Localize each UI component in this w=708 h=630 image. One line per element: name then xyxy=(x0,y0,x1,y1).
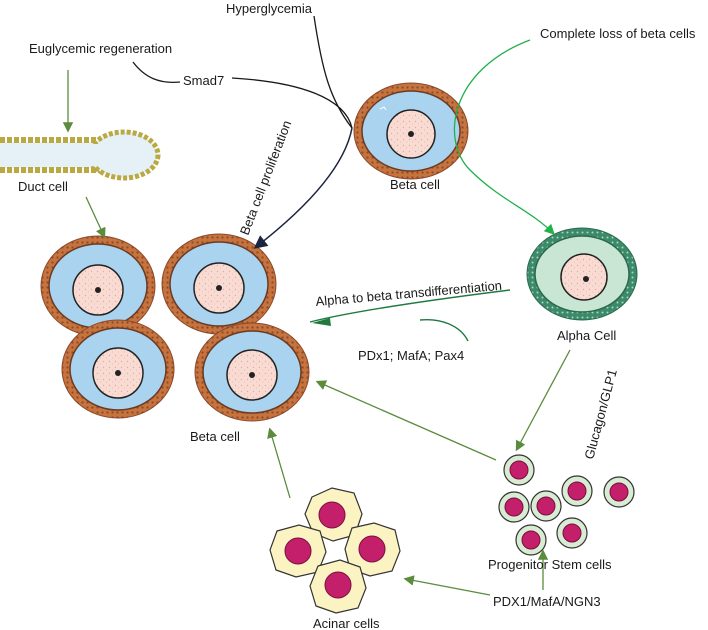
label-complete-loss: Complete loss of beta cells xyxy=(540,26,696,41)
alpha-to-beta-arrow xyxy=(309,289,511,323)
label-euglycemic-regeneration: Euglycemic regeneration xyxy=(29,41,172,56)
acinar-cell xyxy=(304,487,363,542)
beta-proliferation-arrow xyxy=(253,127,353,249)
label-acinar-cells: Acinar cells xyxy=(313,616,380,630)
progenitor-stem-cells xyxy=(498,454,635,556)
beta-cell-group-4 xyxy=(194,322,310,422)
label-hyperglycemia: Hyperglycemia xyxy=(226,1,313,16)
label-beta-cell-top: Beta cell xyxy=(390,177,440,192)
label-beta-cell-group: Beta cell xyxy=(190,429,240,444)
label-duct-cell: Duct cell xyxy=(18,179,68,194)
ngn3-to-acinar-arrow xyxy=(403,575,491,596)
acinar-cell xyxy=(269,524,327,578)
progenitor-cell xyxy=(556,517,588,549)
progenitor-cell xyxy=(561,475,593,507)
alpha-cell xyxy=(526,227,638,321)
beta-cell-top xyxy=(353,82,469,180)
complete-loss-arrow xyxy=(453,39,555,235)
label-smad7: Smad7 xyxy=(183,73,224,88)
acinar-cell xyxy=(309,559,367,614)
progenitor-cell xyxy=(530,490,562,522)
hyperglycemia-line xyxy=(313,15,353,129)
label-alpha-cell: Alpha Cell xyxy=(557,328,616,343)
duct-cell xyxy=(0,129,161,181)
acinar-cell xyxy=(344,522,401,577)
duct-to-beta-arrow xyxy=(85,196,106,239)
label-pdx1-mafa-ngn3: PDX1/MafA/NGN3 xyxy=(493,594,601,609)
progenitor-cell xyxy=(498,491,530,523)
pdx1-curve xyxy=(419,318,469,342)
progenitor-cell xyxy=(603,476,635,508)
alpha-to-progenitor-arrow xyxy=(515,349,571,452)
acinar-to-beta-arrow xyxy=(267,427,291,499)
label-glucagon-glp1: Glucagon/GLP1 xyxy=(581,368,619,461)
acinar-cells xyxy=(269,487,401,614)
label-beta-cell-proliferation: Beta cell proliferation xyxy=(237,118,295,237)
progenitor-cell xyxy=(515,524,547,556)
beta-cell-group-1 xyxy=(40,235,156,337)
beta-cell-group-3 xyxy=(61,319,175,419)
label-progenitor-stem-cells: Progenitor Stem cells xyxy=(488,557,612,572)
progenitor-cell xyxy=(503,454,535,486)
euglycemic-smad7-line xyxy=(132,61,181,84)
progenitor-to-beta-arrow xyxy=(315,380,497,461)
label-pdx-mafa-pax4: PDx1; MafA; Pax4 xyxy=(358,348,464,363)
alpha-to-beta-arrowhead xyxy=(312,318,331,326)
smad7-line xyxy=(231,77,353,129)
beta-cell-group-2 xyxy=(161,233,277,335)
